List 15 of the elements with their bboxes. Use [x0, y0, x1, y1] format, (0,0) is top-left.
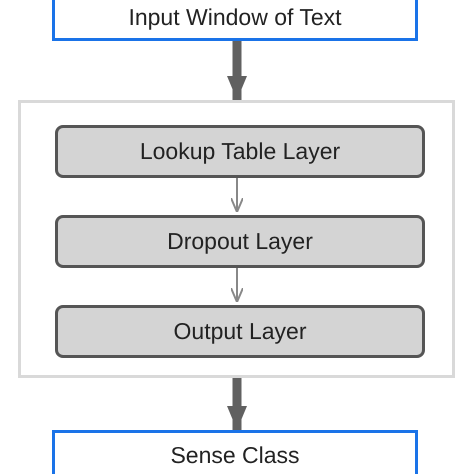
node-label: Dropout Layer [167, 227, 313, 256]
arrow [230, 175, 244, 213]
layer-box [55, 305, 425, 358]
node-label: Output Layer [174, 317, 306, 346]
layer-box [55, 125, 425, 178]
container-box [18, 100, 455, 378]
process-box [52, 430, 418, 474]
node-label: Input Window of Text [128, 3, 342, 32]
arrow [227, 378, 247, 430]
node-label: Lookup Table Layer [140, 137, 340, 166]
layer-box [55, 215, 425, 268]
process-box [52, 0, 418, 41]
arrow [227, 41, 247, 100]
arrow [230, 265, 244, 303]
node-label: Sense Class [170, 440, 300, 470]
